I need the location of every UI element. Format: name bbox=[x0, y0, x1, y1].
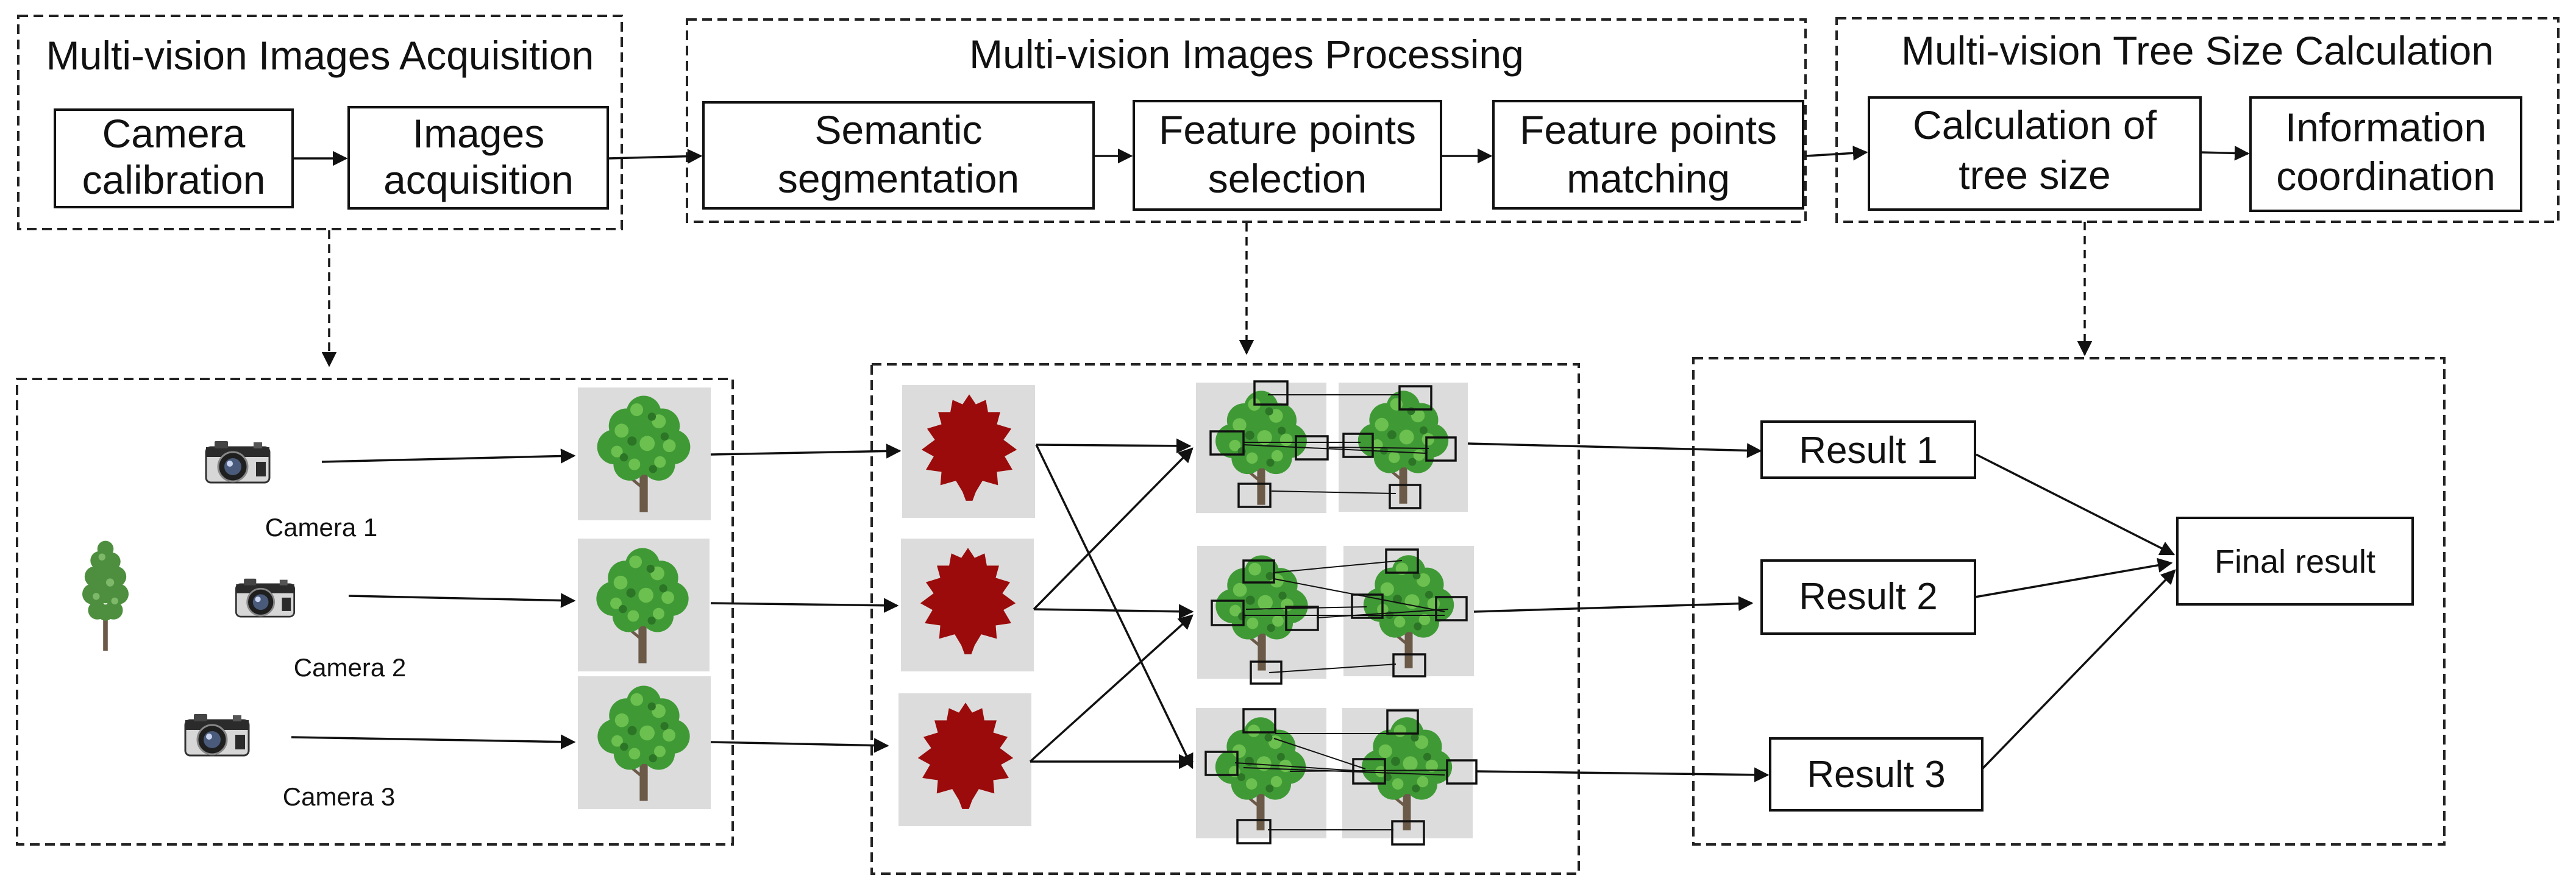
feature-box-icon bbox=[1435, 596, 1468, 621]
captured-image-2 bbox=[578, 539, 710, 671]
step-images-acquisition: Images acquisition bbox=[347, 106, 609, 210]
camera-1-icon bbox=[205, 440, 271, 484]
feature-box-icon bbox=[1342, 433, 1374, 458]
segmentation-mask-2 bbox=[901, 539, 1034, 671]
camera-1-label: Camera 1 bbox=[265, 513, 377, 542]
svg-text:Result 3: Result 3 bbox=[1807, 754, 1945, 796]
step-calculation-of-tree-size: Calculation of tree size bbox=[1868, 96, 2202, 211]
feature-match-pair-3 bbox=[1196, 708, 1478, 846]
svg-text:coordination: coordination bbox=[2276, 154, 2496, 199]
svg-text:Information: Information bbox=[2285, 105, 2486, 150]
svg-text:Calculation of: Calculation of bbox=[1913, 102, 2157, 147]
feature-box-icon bbox=[1253, 380, 1289, 406]
step-feature-points-selection: Feature points selection bbox=[1133, 100, 1442, 211]
feature-match-pair-1 bbox=[1196, 380, 1468, 513]
svg-text:Result 1: Result 1 bbox=[1799, 430, 1937, 472]
svg-text:Images: Images bbox=[413, 111, 544, 156]
feature-box-icon bbox=[1398, 385, 1432, 411]
top-flow-arrows bbox=[293, 146, 2250, 166]
acquisition-stage-title: Multi-vision Images Acquisition bbox=[46, 33, 594, 78]
svg-text:Camera: Camera bbox=[102, 111, 246, 156]
svg-text:Result 2: Result 2 bbox=[1799, 576, 1937, 618]
svg-text:segmentation: segmentation bbox=[778, 156, 1019, 201]
feature-box-icon bbox=[1242, 559, 1275, 584]
segmentation-mask-3 bbox=[898, 693, 1031, 826]
feature-box-icon bbox=[1389, 484, 1421, 509]
target-tree-icon bbox=[82, 540, 129, 651]
feature-box-icon bbox=[1392, 653, 1426, 677]
feature-box-icon bbox=[1351, 593, 1384, 619]
svg-text:tree size: tree size bbox=[1959, 152, 2110, 197]
result-2-box: Result 2 bbox=[1760, 559, 1976, 635]
feature-match-pair-2 bbox=[1197, 546, 1474, 685]
camera-3-label: Camera 3 bbox=[283, 782, 395, 811]
feature-box-icon bbox=[1237, 483, 1272, 508]
svg-text:Feature points: Feature points bbox=[1520, 107, 1777, 152]
final-result-box: Final result bbox=[2176, 517, 2414, 606]
camera-3-icon bbox=[184, 713, 250, 757]
capture-arrows bbox=[291, 444, 902, 753]
processing-stage-frame bbox=[686, 18, 1807, 223]
segmentation-mask-1 bbox=[902, 385, 1035, 518]
processing-stage-title: Multi-vision Images Processing bbox=[969, 32, 1524, 77]
step-semantic-segmentation: Semantic segmentation bbox=[702, 101, 1095, 210]
svg-text:matching: matching bbox=[1567, 156, 1730, 201]
selection-arrows bbox=[1029, 438, 1194, 769]
feature-box-icon bbox=[1236, 819, 1272, 844]
svg-text:Semantic: Semantic bbox=[814, 107, 982, 152]
captured-image-3 bbox=[578, 676, 711, 809]
stage-detail-arrows bbox=[321, 222, 2093, 367]
camera-2-icon bbox=[235, 578, 296, 618]
svg-text:acquisition: acquisition bbox=[383, 157, 574, 202]
svg-text:Final result: Final result bbox=[2215, 543, 2375, 580]
feature-box-icon bbox=[1352, 758, 1386, 785]
result-3-box: Result 3 bbox=[1769, 737, 1984, 812]
feature-box-icon bbox=[1250, 660, 1283, 685]
feature-box-icon bbox=[1204, 751, 1239, 776]
svg-text:Feature points: Feature points bbox=[1159, 107, 1416, 152]
calculation-detail-frame bbox=[1692, 357, 2446, 846]
processing-detail-frame bbox=[870, 363, 1580, 875]
feature-box-icon bbox=[1385, 548, 1419, 574]
calculation-stage-title: Multi-vision Tree Size Calculation bbox=[1901, 28, 2494, 73]
feature-box-icon bbox=[1242, 708, 1276, 734]
result-arrows bbox=[1467, 442, 2176, 782]
feature-box-icon bbox=[1211, 600, 1245, 626]
step-information-coordination: Information coordination bbox=[2249, 96, 2522, 212]
feature-box-icon bbox=[1386, 709, 1419, 735]
feature-box-icon bbox=[1391, 820, 1425, 846]
svg-text:calibration: calibration bbox=[82, 157, 266, 202]
feature-box-icon bbox=[1425, 436, 1457, 462]
feature-box-icon bbox=[1209, 430, 1245, 456]
calculation-stage-frame bbox=[1835, 17, 2560, 223]
feature-box-icon bbox=[1285, 606, 1319, 631]
captured-image-1 bbox=[578, 387, 711, 520]
acquisition-detail-frame bbox=[16, 378, 734, 846]
result-1-box: Result 1 bbox=[1760, 420, 1976, 479]
acquisition-stage-frame bbox=[17, 15, 623, 230]
camera-2-label: Camera 2 bbox=[294, 653, 406, 682]
step-feature-points-matching: Feature points matching bbox=[1492, 100, 1804, 210]
feature-box-icon bbox=[1295, 435, 1329, 461]
svg-text:selection: selection bbox=[1208, 156, 1367, 201]
step-camera-calibration: Camera calibration bbox=[54, 108, 294, 208]
